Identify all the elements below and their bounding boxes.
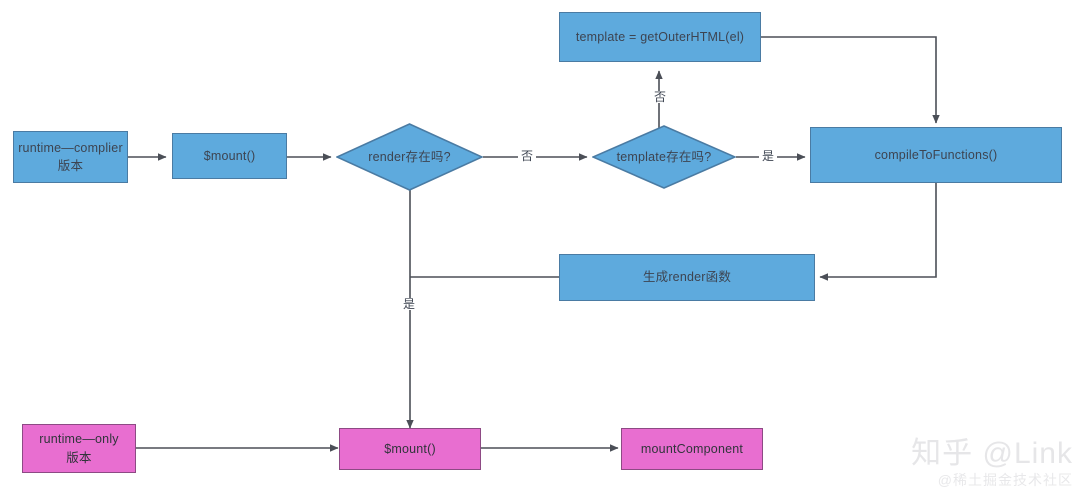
node-generate-render-label: 生成render函数 — [642, 270, 732, 285]
node-mount-component-label: mountComponent — [640, 441, 744, 456]
node-render-exists[interactable]: render存在吗? — [336, 123, 483, 191]
edge-label-template-yes: 是 — [759, 150, 778, 162]
edge-label-template-no: 否 — [651, 91, 670, 103]
node-mount-pink-label: $mount() — [384, 441, 436, 456]
node-get-outer-html[interactable]: template = getOuterHTML(el) — [559, 12, 761, 62]
node-mount-blue-label: $mount() — [203, 148, 256, 163]
diamond-shape — [336, 123, 483, 191]
node-mount-blue[interactable]: $mount() — [172, 133, 287, 179]
node-mount-pink[interactable]: $mount() — [339, 428, 481, 470]
node-generate-render[interactable]: 生成render函数 — [559, 254, 815, 301]
edge-label-render-no: 否 — [518, 150, 537, 162]
node-mount-component[interactable]: mountComponent — [621, 428, 763, 470]
node-get-outer-html-label: template = getOuterHTML(el) — [575, 29, 745, 44]
node-runtime-compiler[interactable]: runtime—complier 版本 — [13, 131, 128, 183]
node-template-exists[interactable]: template存在吗? — [592, 125, 736, 189]
watermark-main: 知乎 @Link — [911, 436, 1073, 470]
node-compile-to-functions[interactable]: compileToFunctions() — [810, 127, 1062, 183]
node-runtime-only-label: runtime—only 版本 — [39, 432, 119, 465]
node-runtime-compiler-label: runtime—complier 版本 — [18, 140, 123, 173]
edge-getouterhtml-to-compiletofunctions — [761, 36, 940, 124]
diamond-shape — [592, 125, 736, 189]
watermark: 知乎 @Link @稀土掘金技术社区 — [911, 436, 1073, 491]
watermark-sub: @稀土掘金技术社区 — [937, 472, 1073, 488]
edge-compiletofunctions-to-generaterender — [819, 183, 937, 281]
node-render-exists-label: render存在吗? — [368, 149, 451, 164]
edge-label-render-yes: 是 — [400, 298, 419, 310]
node-compile-to-functions-label: compileToFunctions() — [874, 147, 998, 162]
node-runtime-only[interactable]: runtime—only 版本 — [22, 424, 136, 473]
node-template-exists-label: template存在吗? — [616, 149, 712, 164]
